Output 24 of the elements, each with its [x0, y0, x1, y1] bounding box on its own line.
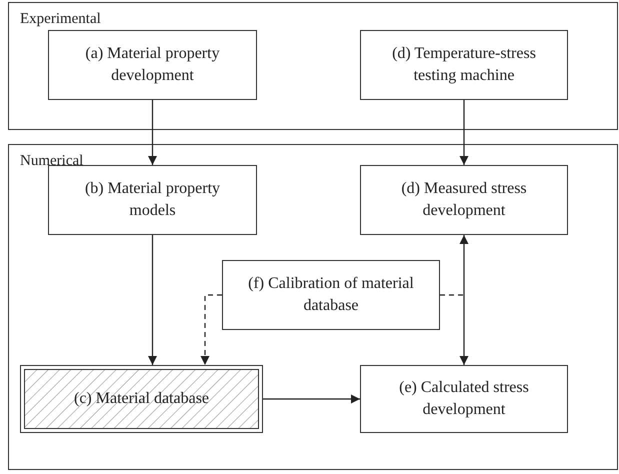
group-panel [8, 144, 618, 470]
box-label: (b) Material property models [84, 179, 222, 221]
group-title: Experimental [20, 10, 101, 29]
process-box [222, 260, 440, 330]
hatched-box [20, 365, 263, 433]
process-box [48, 165, 257, 235]
process-box [360, 365, 568, 433]
box-label: (f) Calibration of material database [247, 274, 415, 316]
process-box [48, 30, 257, 100]
box-label: (d) Measured stress development [400, 179, 528, 221]
box-label: (a) Material property development [84, 44, 221, 86]
arrow [148, 100, 157, 165]
arrow [148, 235, 157, 365]
box-label: (d) Temperature-stress testing machine [391, 44, 537, 86]
arrow [460, 100, 468, 165]
process-box [360, 165, 568, 235]
dashed-arrow [200, 294, 222, 365]
group-title: Numerical [20, 152, 84, 171]
group-panel [8, 2, 618, 130]
arrow [263, 394, 360, 404]
arrow [460, 235, 468, 365]
process-box [360, 30, 568, 100]
box-label: (e) Calculated stress development [398, 378, 530, 420]
box-label: (c) Material database [74, 389, 210, 409]
